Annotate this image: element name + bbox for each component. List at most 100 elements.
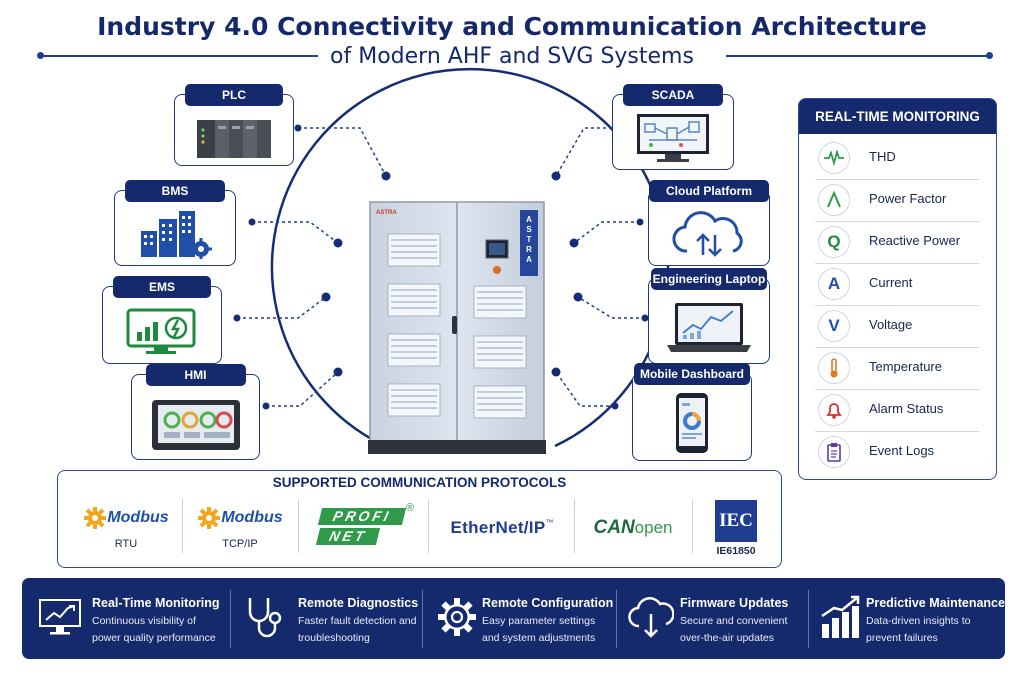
link-hmi bbox=[266, 371, 339, 407]
protocol-ethernet-ip: EtherNet/IP ™ bbox=[434, 495, 570, 561]
feature-desc: Easy parameter settings and system adjus… bbox=[482, 615, 596, 644]
feature-remote-diagnostics: Remote Diagnostics Faster fault detectio… bbox=[234, 578, 420, 659]
monitoring-item-thd: THD bbox=[815, 137, 979, 180]
protocol-divider bbox=[298, 499, 299, 553]
protocol-canopen: CAN open bbox=[578, 495, 688, 561]
device-hmi[interactable]: HMI bbox=[131, 364, 260, 460]
feature-remote-configuration: Remote Configuration Easy parameter sett… bbox=[426, 578, 614, 659]
device-laptop[interactable]: Engineering Laptop bbox=[648, 268, 770, 364]
protocol-divider bbox=[574, 499, 575, 553]
page-title: Industry 4.0 Connectivity and Communicat… bbox=[97, 12, 927, 41]
real-time-monitoring-panel: REAL-TIME MONITORING THD Power Factor Q … bbox=[798, 98, 997, 480]
protocol-caption-tcpip: TCP/IP bbox=[222, 538, 258, 550]
protocol-divider bbox=[182, 499, 183, 553]
ahf-svg-cabinet: A S T R A ASTRA bbox=[368, 201, 546, 454]
monitoring-label-event-logs: Event Logs bbox=[869, 443, 935, 458]
link-mobile bbox=[555, 371, 615, 407]
protocol-logo-modbus-1: Modbus bbox=[107, 509, 169, 526]
link-bms bbox=[252, 221, 339, 244]
bell-icon bbox=[818, 394, 850, 426]
device-bms-label: BMS bbox=[125, 180, 225, 202]
monitoring-title: REAL-TIME MONITORING bbox=[799, 99, 996, 134]
monitor-chart-icon bbox=[39, 599, 81, 635]
link-ems bbox=[237, 296, 327, 319]
monitoring-label-thd: THD bbox=[869, 149, 896, 164]
feature-divider bbox=[808, 590, 809, 648]
feature-desc: Faster fault detection and troubleshooti… bbox=[298, 615, 417, 644]
monitoring-label-temperature: Temperature bbox=[869, 359, 942, 374]
modbus-logo-icon bbox=[198, 507, 221, 529]
cabinet-badge-a: A bbox=[526, 215, 532, 224]
feature-desc: Secure and convenient over-the-air updat… bbox=[680, 615, 788, 644]
link-plc bbox=[298, 127, 387, 177]
feature-title: Remote Configuration bbox=[482, 596, 614, 610]
protocol-trademark-mark: ™ bbox=[545, 518, 554, 527]
cloud-icon bbox=[672, 211, 743, 257]
title-divider-dot-right bbox=[986, 52, 993, 59]
protocol-logo-profi: PROFI bbox=[317, 508, 407, 525]
monitoring-item-event-logs: Event Logs bbox=[815, 431, 979, 473]
feature-divider bbox=[230, 590, 231, 648]
link-laptop bbox=[577, 296, 645, 319]
monitoring-label-current: Current bbox=[869, 275, 913, 290]
device-mobile-label: Mobile Dashboard bbox=[634, 363, 750, 385]
feature-title: Remote Diagnostics bbox=[298, 596, 419, 610]
cabinet-logo: ASTRA bbox=[376, 210, 397, 216]
page-subtitle: of Modern AHF and SVG Systems bbox=[330, 44, 694, 69]
device-mobile[interactable]: Mobile Dashboard bbox=[632, 363, 752, 461]
monitoring-item-temperature: Temperature bbox=[815, 347, 979, 390]
protocol-profinet: PROFI NET ® bbox=[304, 495, 424, 561]
feature-divider bbox=[422, 590, 423, 648]
feature-firmware-updates: Firmware Updates Secure and convenient o… bbox=[620, 578, 806, 659]
protocol-registered-mark: ® bbox=[406, 502, 415, 514]
smartphone-icon bbox=[676, 393, 708, 453]
stethoscope-icon bbox=[248, 598, 282, 638]
laptop-icon bbox=[667, 303, 751, 352]
cabinet-badge-r: R bbox=[526, 245, 532, 254]
feature-real-time-monitoring: Real-Time Monitoring Continuous visibili… bbox=[22, 578, 226, 659]
device-cloud[interactable]: Cloud Platform bbox=[648, 180, 770, 266]
protocol-logo-ethernet-ip: EtherNet/IP bbox=[450, 518, 546, 537]
reactive-power-icon: Q bbox=[818, 226, 850, 258]
protocol-caption-iec61850: IE61850 bbox=[716, 544, 756, 557]
device-scada-label: SCADA bbox=[623, 84, 723, 106]
clipboard-icon bbox=[818, 436, 850, 468]
growth-chart-icon bbox=[821, 595, 860, 638]
link-cloud bbox=[573, 221, 640, 244]
protocols-panel: SUPPORTED COMMUNICATION PROTOCOLS Modbus… bbox=[57, 470, 782, 568]
device-cloud-label: Cloud Platform bbox=[649, 180, 769, 202]
device-hmi-label: HMI bbox=[145, 364, 246, 386]
modbus-logo-icon bbox=[84, 507, 107, 529]
monitoring-label-voltage: Voltage bbox=[869, 317, 913, 332]
title-divider-dot-left bbox=[37, 52, 44, 59]
device-ems[interactable]: EMS bbox=[102, 276, 222, 364]
touch-panel-icon bbox=[151, 400, 240, 450]
building-icon bbox=[141, 211, 212, 259]
device-bms[interactable]: BMS bbox=[114, 180, 236, 266]
device-plc[interactable]: PLC bbox=[174, 84, 294, 166]
feature-desc: Continuous visibility of power quality p… bbox=[92, 615, 216, 644]
cloud-upload-icon bbox=[628, 597, 674, 638]
monitoring-item-power-factor: Power Factor bbox=[815, 179, 979, 222]
device-scada[interactable]: SCADA bbox=[612, 84, 734, 170]
protocols-title: SUPPORTED COMMUNICATION PROTOCOLS bbox=[272, 475, 567, 490]
feature-divider bbox=[616, 590, 617, 648]
energy-monitor-icon bbox=[126, 308, 196, 354]
protocol-logo-iec: IEC bbox=[715, 499, 757, 542]
gear-icon bbox=[438, 598, 476, 636]
features-bar: Real-Time Monitoring Continuous visibili… bbox=[22, 578, 1005, 659]
protocol-logo-open: open bbox=[634, 518, 673, 537]
monitoring-item-voltage: V Voltage bbox=[815, 305, 979, 348]
feature-desc: Data-driven insights to prevent failures bbox=[866, 615, 971, 644]
protocol-iec61850: IEC IE61850 bbox=[696, 495, 776, 561]
monitoring-label-alarm-status: Alarm Status bbox=[869, 401, 944, 416]
scada-monitor-icon bbox=[637, 114, 709, 162]
monitoring-label-reactive-power: Reactive Power bbox=[869, 233, 961, 248]
current-icon: A bbox=[818, 268, 850, 300]
title-divider-left bbox=[42, 55, 318, 57]
protocol-modbus-tcp: Modbus TCP/IP bbox=[186, 495, 294, 561]
feature-title: Predictive Maintenance bbox=[866, 596, 1005, 610]
protocol-logo-modbus-2: Modbus bbox=[221, 509, 283, 526]
feature-title: Firmware Updates bbox=[680, 596, 789, 610]
